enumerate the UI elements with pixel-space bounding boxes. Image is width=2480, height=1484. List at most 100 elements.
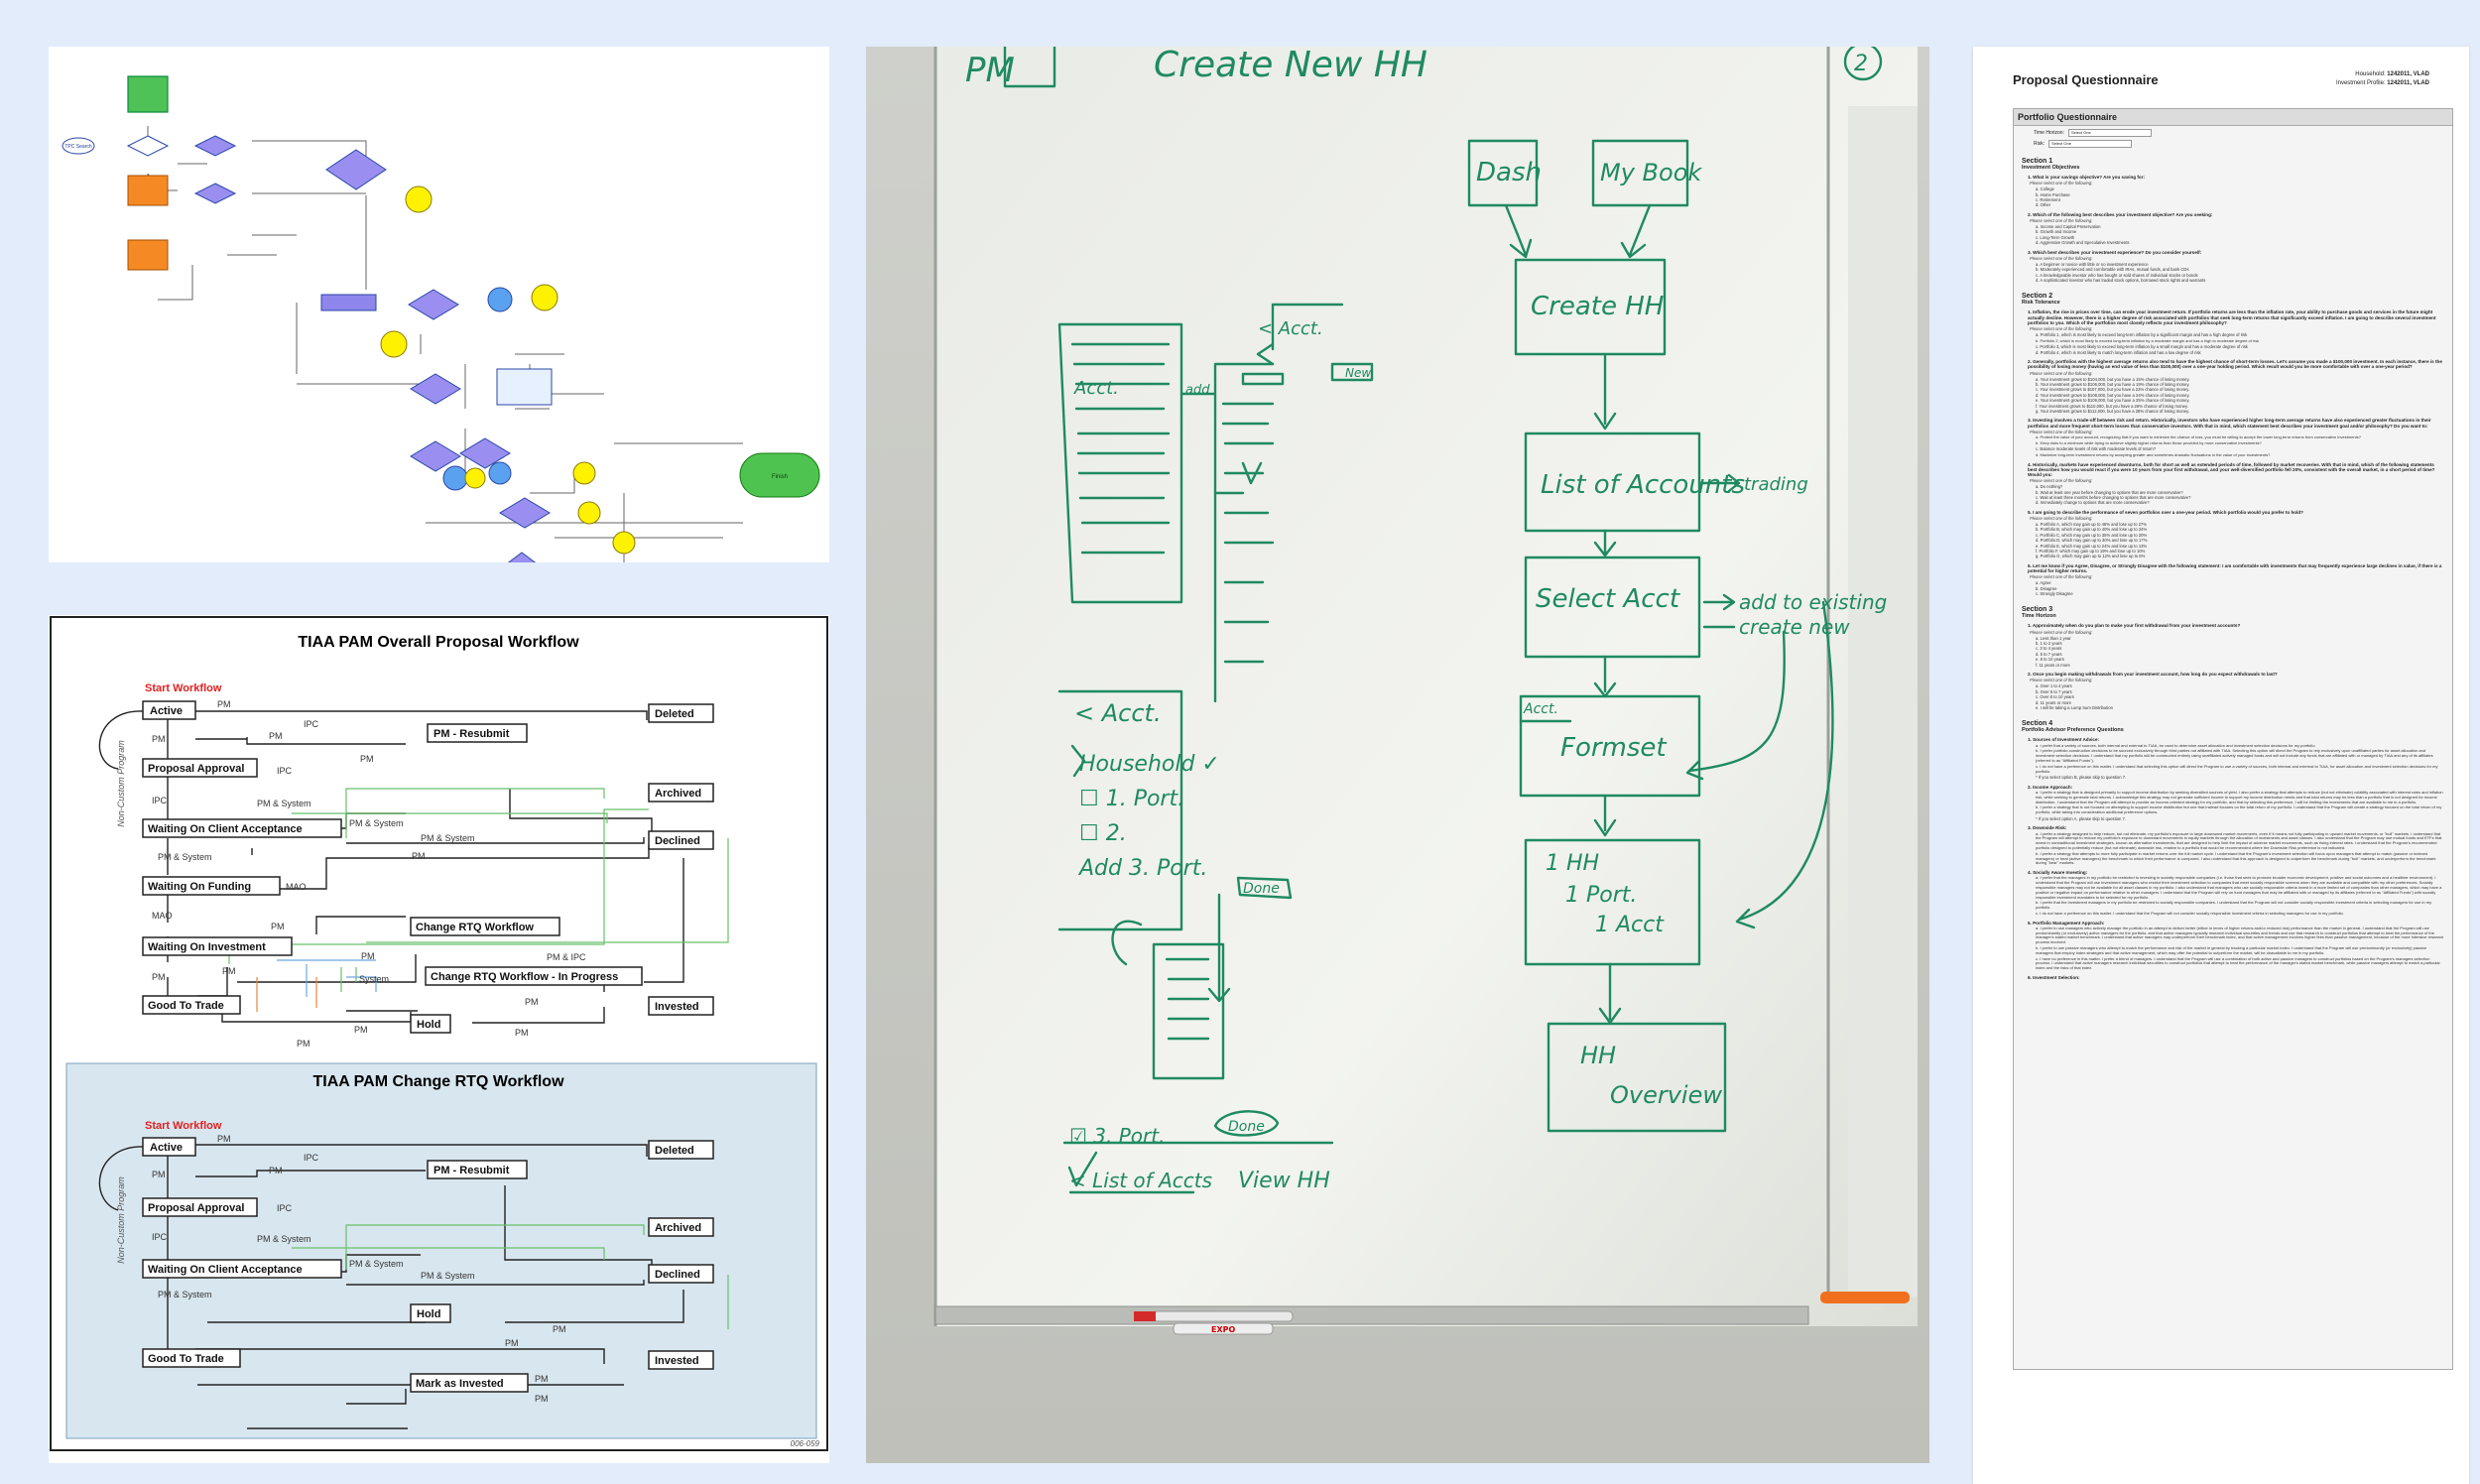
answer-option[interactable]: d. Portfolio 4, which is most likely to … (2036, 349, 2201, 355)
answer-option[interactable]: b. I prefer a strategy that attempts to … (2036, 850, 2436, 866)
answer-option[interactable]: a. I prefer a strategy that is designed … (2036, 789, 2443, 804)
answer-option[interactable]: b. 1 to 2 years (2036, 641, 2062, 647)
answer-option[interactable]: e. Your investment grows to $109,000, bu… (2036, 398, 2190, 404)
change-state-proposal-approval: Proposal Approval (148, 1202, 244, 1214)
answer-option[interactable]: b. Over 5 to 7 years (2036, 688, 2072, 694)
overall-state-deleted: Deleted (655, 708, 694, 720)
overall-state-change-rtq-progress: Change RTQ Workflow - In Progress (431, 971, 618, 983)
change-start: Start Workflow (145, 1120, 222, 1132)
start-box (127, 75, 169, 113)
edge-label-pm: PM (360, 754, 374, 764)
answer-option[interactable]: b. Your investment grows to $106,000, bu… (2036, 381, 2190, 387)
wb-pm: PM (965, 51, 1015, 90)
answer-option[interactable]: b. I prefer to use passive managers who … (2036, 945, 2427, 955)
answer-option[interactable]: a. I prefer that a variety of sources, b… (2036, 742, 2316, 748)
answer-option[interactable]: c. 3 to 4 years (2036, 646, 2062, 652)
answer-option[interactable]: c. Portfolio 3, which is most likely to … (2036, 344, 2248, 350)
answer-option[interactable]: d. Other (2036, 202, 2051, 208)
answer-option[interactable]: a. Your investment grows to $104,000, bu… (2036, 376, 2190, 382)
answer-option[interactable]: c. I do not have a preference on this ma… (2036, 763, 2438, 774)
answer-option[interactable]: a. Income and Capital Preservation (2036, 224, 2101, 230)
answer-option[interactable]: * If you select option A, please skip to… (2036, 815, 2127, 821)
answer-option[interactable]: b. Portfolio B, which may gain up to 40%… (2036, 527, 2148, 533)
answer-option[interactable]: d. Portfolio D, which may gain up to 30%… (2036, 538, 2148, 544)
answer-option[interactable]: a. A beginner or novice with little or n… (2036, 261, 2149, 267)
portfolio-label: Investment Profile: (2335, 80, 2386, 86)
answer-option[interactable]: b. Disagree (2036, 585, 2057, 591)
answer-option[interactable]: e. Portfolio E, which may gain up to 24%… (2036, 543, 2148, 549)
answer-option[interactable]: d. Immediately change to options that ar… (2036, 500, 2150, 506)
wb-add: add (1185, 383, 1210, 398)
overall-state-declined: Declined (655, 835, 700, 847)
answer-option[interactable]: g. Your investment grows to $112,000, bu… (2036, 408, 2190, 414)
answer-option[interactable]: f. Portfolio F, which may gain up to 19%… (2036, 549, 2146, 555)
answer-option[interactable]: c. I do not have a preference on this ma… (2036, 910, 2344, 916)
answer-option[interactable]: b. Keep risks to a minimum while trying … (2036, 439, 2262, 445)
answer-option[interactable]: d. A sophisticated investor who has trad… (2036, 278, 2206, 284)
edge-label-mao: MAO (152, 911, 173, 921)
marker-label: EXPO (1211, 1325, 1235, 1334)
answer-option[interactable]: c. Wait at least three months before cha… (2036, 494, 2191, 500)
field-label: Risk: (2034, 141, 2046, 147)
overall-side-label: Non-Custom Program (116, 740, 126, 827)
answer-option[interactable]: f. 11 years or more (2036, 662, 2070, 668)
answer-option[interactable]: c. Your investment grows to $107,000, bu… (2036, 387, 2190, 393)
answer-option[interactable]: c. Over 8 to 10 years (2036, 694, 2074, 700)
answer-option[interactable]: a. Do nothing? (2036, 484, 2063, 490)
answer-option[interactable]: d. Maximize long-term investment returns… (2036, 451, 2271, 457)
answer-option[interactable]: b. Growth and Income (2036, 229, 2077, 235)
answer-option[interactable]: a. I prefer that the managers in my port… (2036, 875, 2442, 900)
answer-option[interactable]: a. Portfolio 1, which is most likely to … (2036, 332, 2248, 338)
answer-option[interactable]: e. 8 to 10 years (2036, 657, 2064, 663)
answer-option[interactable]: d. Aggressive Growth and Speculative Inv… (2036, 240, 2130, 246)
answer-option[interactable]: b. Moderately experienced and comfortabl… (2036, 267, 2189, 273)
answer-option[interactable]: a. Protect the value of your account, re… (2036, 433, 2361, 439)
field-row: Risk:Select One (2034, 140, 2452, 148)
answer-option[interactable]: c. I have no preference in this matter. … (2036, 955, 2440, 971)
edge-label-pm: PM (152, 972, 166, 982)
answer-option[interactable]: a. Less than 1 year (2036, 635, 2071, 641)
answer-option[interactable]: a. Agree (2036, 580, 2051, 586)
edge-label-pm-ipc: PM & IPC (547, 952, 586, 962)
answer-option[interactable]: a. Over 1 to 4 years (2036, 683, 2072, 689)
answer-option[interactable]: b. I prefer that the investment managers… (2036, 900, 2432, 911)
answer-option[interactable]: d. 5 to 7 years (2036, 651, 2062, 657)
edge-label-pm: PM (354, 1025, 368, 1035)
answer-option[interactable]: c. Long-Term Growth (2036, 234, 2075, 240)
wb-heading: Create New HH (1154, 47, 1427, 85)
answer-option[interactable]: b. Portfolio 2, which is most likely to … (2036, 337, 2260, 343)
section-title: Section 1 (2022, 158, 2053, 165)
edge-label-pm-system: PM & System (158, 852, 212, 862)
field-select[interactable]: Select One (2048, 140, 2133, 148)
wb-formset: Formset (1560, 733, 1667, 763)
answer-option[interactable]: d. 11 years or more (2036, 699, 2071, 705)
answer-option[interactable]: f. Your investment grows to $110,000, bu… (2036, 403, 2188, 409)
answer-option[interactable]: c. A knowledgeable investor who has boug… (2036, 272, 2198, 278)
answer-option[interactable]: c. Balance moderate levels of risk with … (2036, 446, 2157, 452)
field-select[interactable]: Select One (2067, 129, 2152, 137)
answer-option[interactable]: e. I will be taking a Lump Sum Distribut… (2036, 704, 2113, 710)
answer-option[interactable]: a. I prefer to use managers who actively… (2036, 925, 2444, 945)
answer-option[interactable]: c. Portfolio C, which may gain up to 35%… (2036, 532, 2148, 538)
answer-option[interactable]: d. Your investment grows to $108,000, bu… (2036, 392, 2190, 398)
wb-1port: 1 Port. (1565, 883, 1637, 908)
edge-label-pm-system: PM & System (349, 818, 404, 828)
answer-option[interactable]: c. Retirement (2036, 197, 2060, 203)
answer-option[interactable]: g. Portfolio G, which may gain up to 12%… (2036, 554, 2146, 559)
answer-option[interactable]: a. Portfolio A, which may gain up to 46%… (2036, 522, 2147, 527)
answer-option[interactable]: a. I prefer a strategy designed to help … (2036, 830, 2442, 850)
answer-option[interactable]: b. I prefer a strategy that is not focus… (2036, 804, 2442, 815)
answer-option[interactable]: b. Wait at least one year before changin… (2036, 489, 2183, 495)
wb-1acct: 1 Acct (1595, 913, 1665, 937)
answer-option[interactable]: b. Home Purchase (2036, 191, 2070, 197)
answer-option[interactable]: b. I prefer portfolio construction decis… (2036, 748, 2433, 763)
question-text: 3. Which best describes your investment … (2028, 249, 2202, 255)
wb-household: Household ✓ (1079, 752, 1220, 777)
wb-create-new: create new (1739, 615, 1850, 639)
answer-option[interactable]: a. College (2036, 186, 2054, 192)
change-state-mark-invested: Mark as Invested (416, 1378, 504, 1390)
answer-option[interactable]: c. Strongly Disagree (2036, 591, 2073, 597)
answer-option[interactable]: * If you select option B, please skip to… (2036, 775, 2127, 781)
wb-trading: trading (1744, 474, 1808, 495)
edge-label-pm: PM (217, 699, 231, 709)
